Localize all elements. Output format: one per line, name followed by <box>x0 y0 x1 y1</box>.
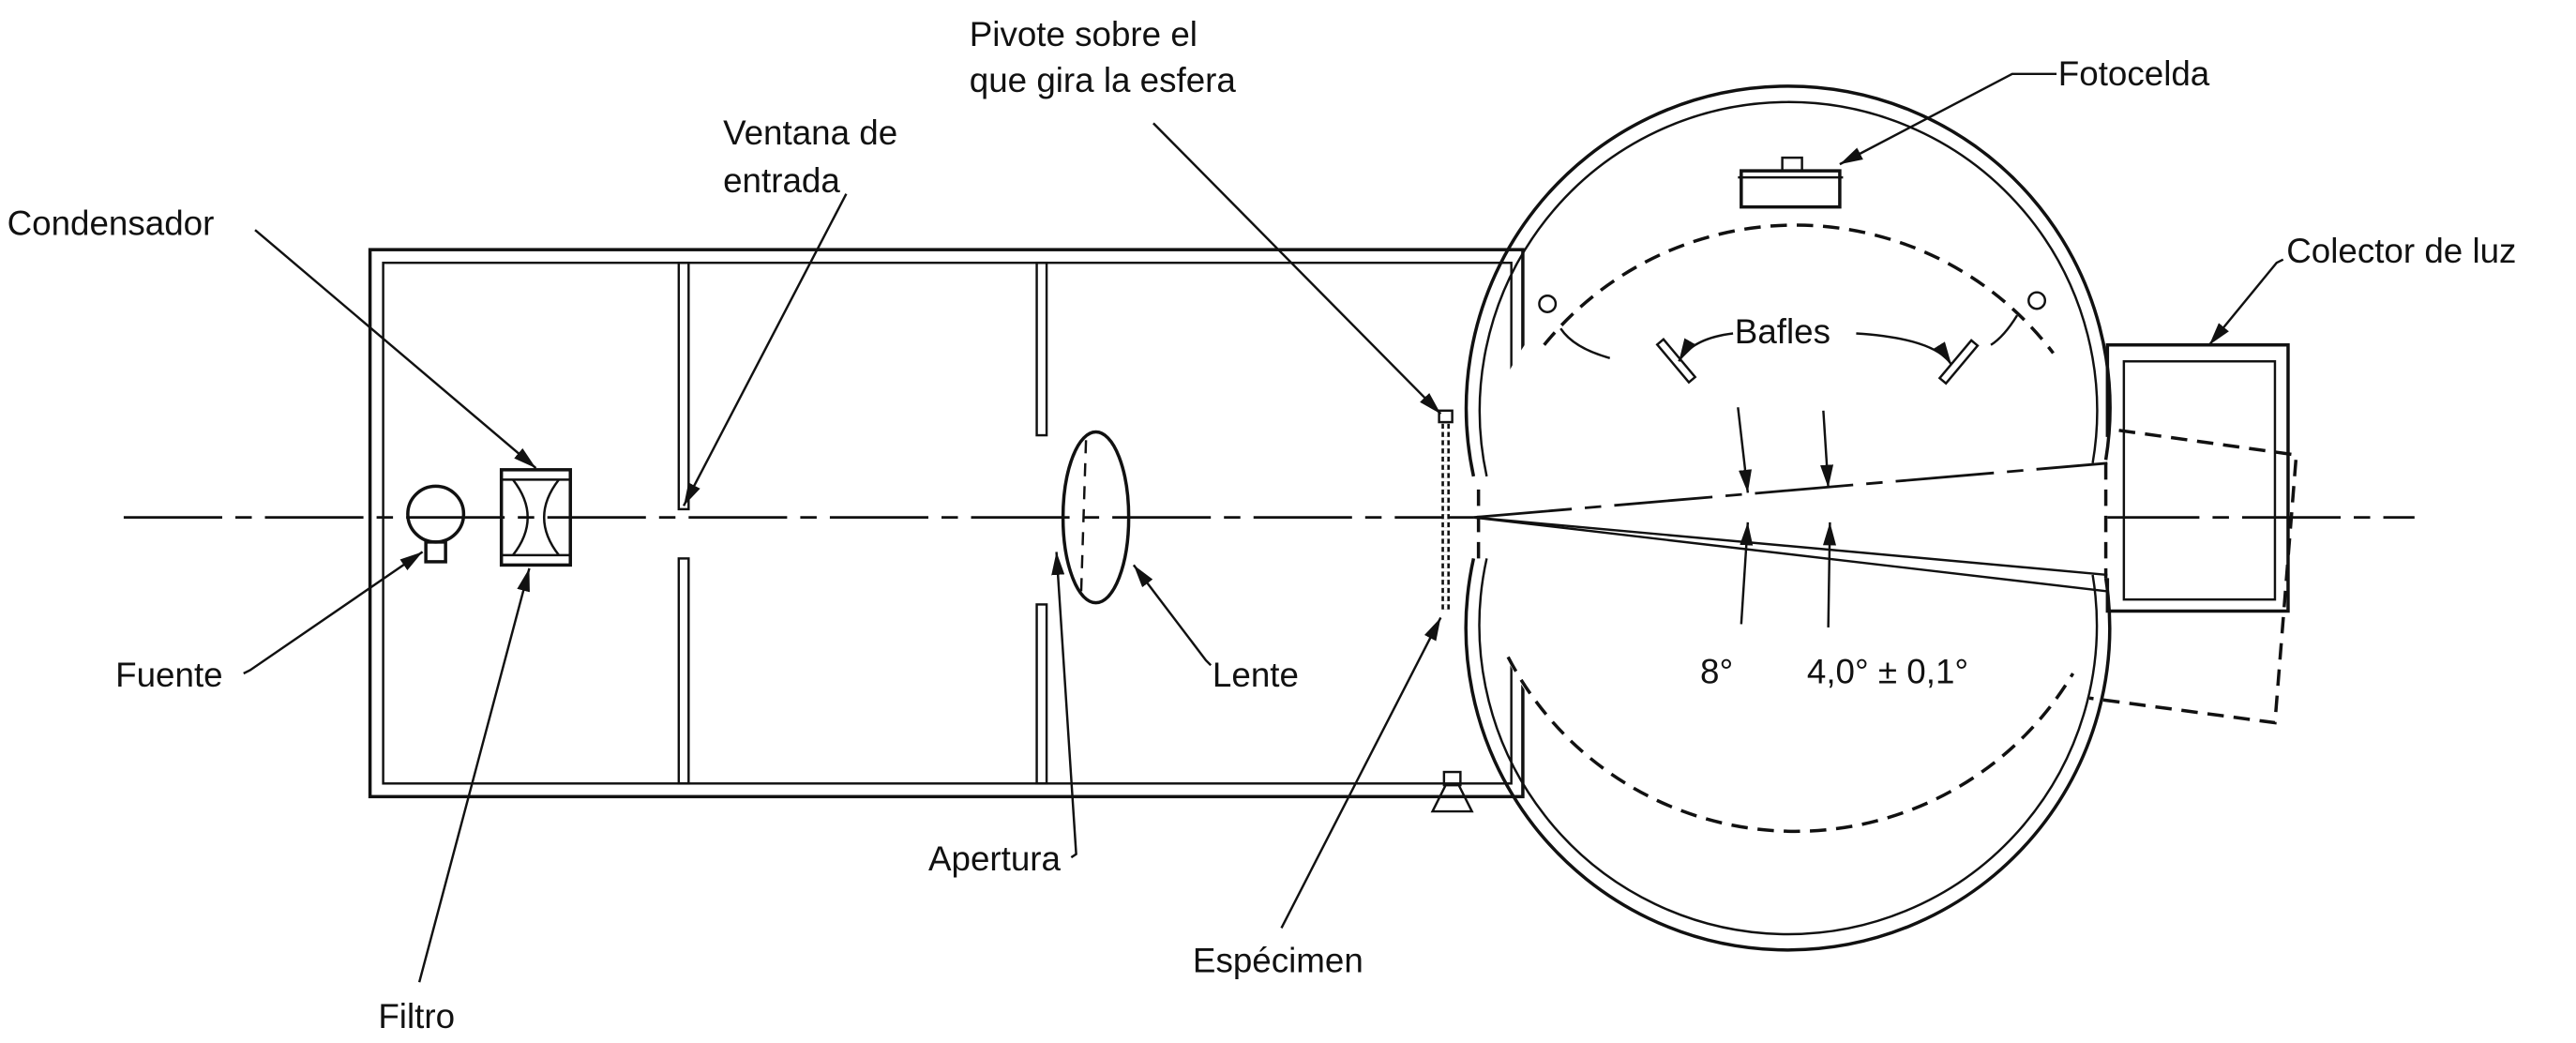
label-filtro: Filtro <box>378 997 455 1035</box>
label-ventana-line2: entrada <box>723 161 840 200</box>
condenser-leader-arrow <box>254 229 537 470</box>
photocell-leader-arrow <box>1839 72 2057 166</box>
condenser-lens-icon <box>499 468 572 567</box>
baffles-leader-left <box>1678 332 1734 362</box>
photocell <box>1738 156 1844 209</box>
lamp-source-icon <box>406 484 466 564</box>
specimen-holder <box>1438 409 1454 612</box>
label-fotocelda: Fotocelda <box>2058 54 2210 93</box>
label-angle-4: 4,0° ± 0,1° <box>1807 652 1968 690</box>
label-ventana-line1: Ventana de <box>723 113 897 152</box>
angle-8-arrow-top <box>1737 407 1752 493</box>
housing-box <box>368 248 1525 799</box>
light-collector <box>2088 342 2298 725</box>
label-pivote-line2: que gira la esfera <box>970 61 1237 99</box>
aperture-leader-arrow <box>1051 552 1077 859</box>
light-rays <box>1473 461 2108 593</box>
label-condensador: Condensador <box>8 204 215 242</box>
label-pivote-line1: Pivote sobre el <box>970 15 1198 53</box>
baffle-right <box>1937 314 2019 385</box>
label-bafles: Bafles <box>1735 312 1830 351</box>
integrating-sphere <box>1464 84 2112 952</box>
collector-leader-arrow <box>2207 258 2284 346</box>
label-angle-8: 8° <box>1700 652 1733 690</box>
lens-icon <box>1061 430 1131 605</box>
label-apertura: Apertura <box>928 839 1062 878</box>
pivot-leader-arrow <box>1152 122 1442 416</box>
label-lente: Lente <box>1213 656 1299 694</box>
label-colector: Colector de luz <box>2286 232 2516 270</box>
window-leader-arrow <box>682 193 848 506</box>
baffles-leader-right <box>1856 332 1953 366</box>
label-fuente: Fuente <box>115 656 222 694</box>
specimen-leader-arrow <box>1280 616 1442 929</box>
partition-aperture <box>1035 261 1048 785</box>
filter-leader-arrow <box>417 567 531 983</box>
angle-4-arrow-top <box>1820 410 1834 489</box>
angle-4-arrow-bottom <box>1823 522 1837 627</box>
angle-8-arrow-bottom <box>1740 522 1754 625</box>
partition-entrance-window <box>677 261 690 785</box>
label-especimen: Espécimen <box>1193 942 1363 980</box>
lens-leader-arrow <box>1132 564 1213 667</box>
source-leader-arrow <box>243 551 424 675</box>
pivot-stand <box>1430 770 1474 813</box>
